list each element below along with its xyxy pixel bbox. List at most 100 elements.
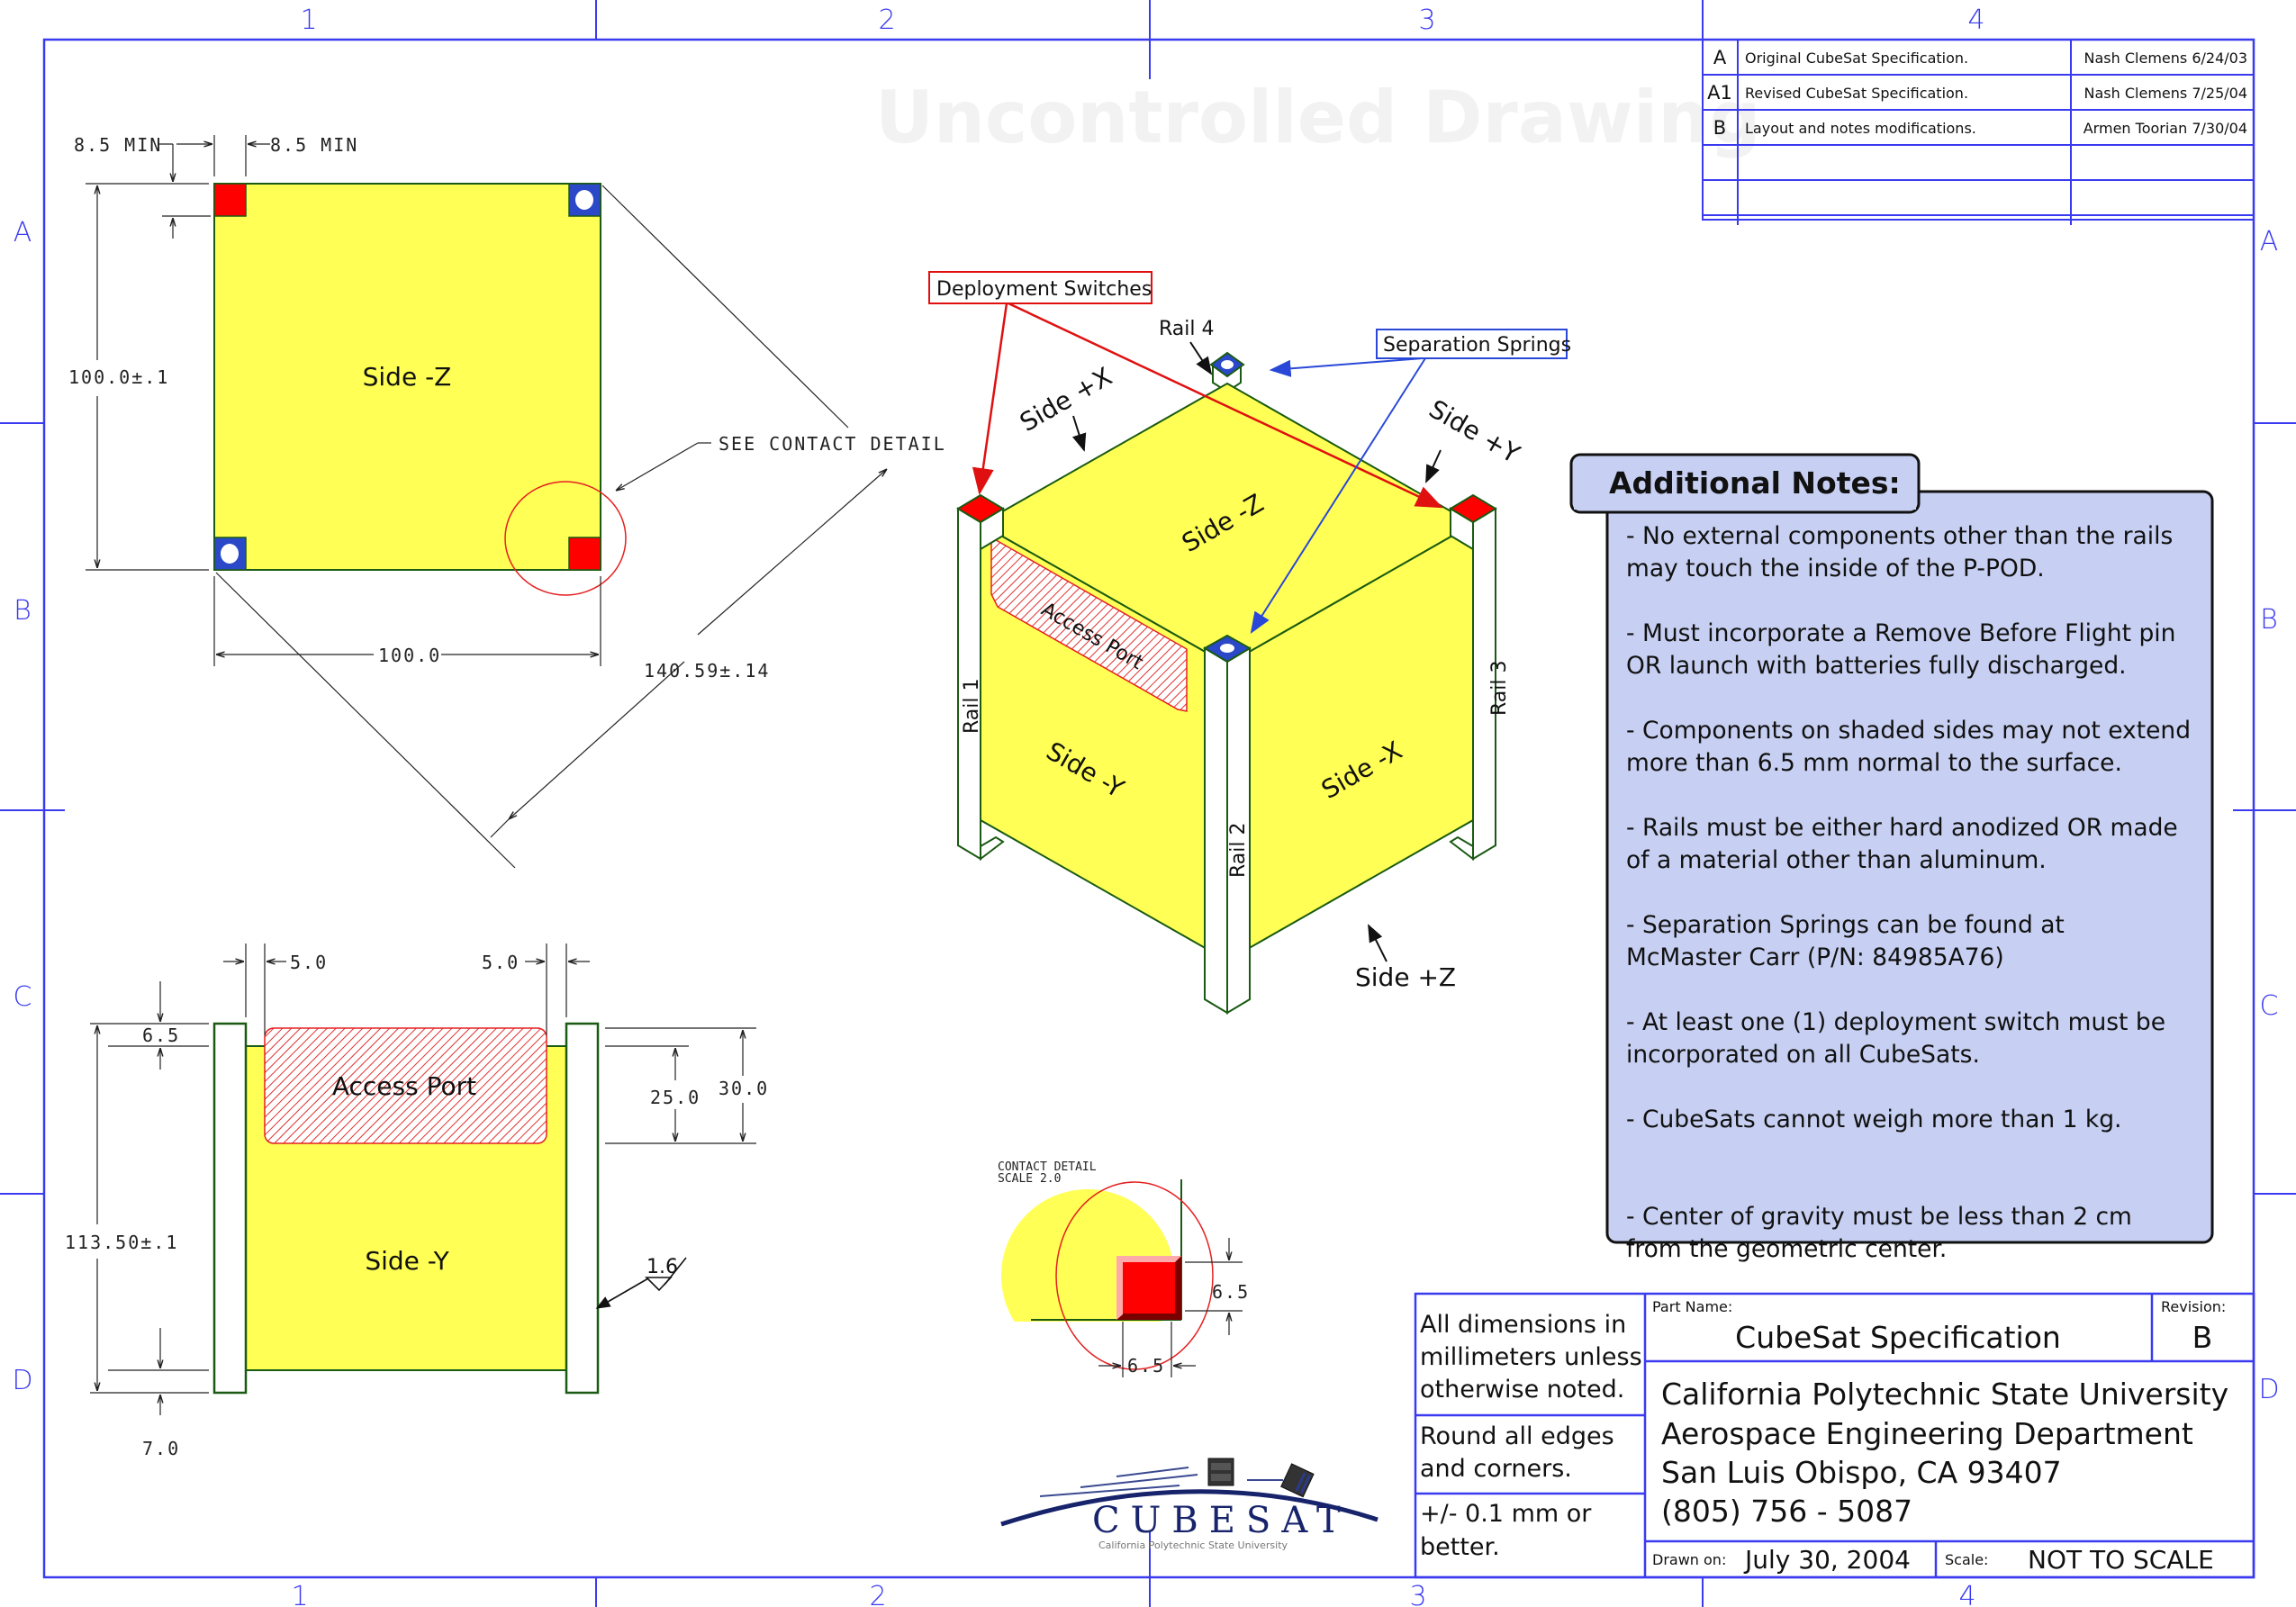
revision-description: Layout and notes modifications. bbox=[1745, 120, 1976, 137]
contact-detail-title: CONTACT DETAIL bbox=[998, 1160, 1097, 1174]
note-item: - No external components other than the … bbox=[1626, 522, 2173, 582]
note-item: - Must incorporate a Remove Before Fligh… bbox=[1626, 619, 2175, 680]
column-label: 1 bbox=[291, 1581, 308, 1607]
revision-description: Original CubeSat Specification. bbox=[1745, 50, 1968, 67]
iso-side-plus-z-label: Side +Z bbox=[1355, 962, 1456, 992]
cubesat-logo: CUBESAT California Polytechnic State Uni… bbox=[1000, 1458, 1379, 1551]
address-line: San Luis Obispo, CA 93407 bbox=[1661, 1455, 2062, 1490]
column-label: 3 bbox=[1409, 1581, 1426, 1607]
note-dimensions: otherwise noted. bbox=[1420, 1376, 1624, 1404]
address-line: (805) 756 - 5087 bbox=[1661, 1494, 1912, 1529]
contact-detail-outline bbox=[1055, 1181, 1214, 1370]
drawn-on-date: July 30, 2004 bbox=[1743, 1545, 1911, 1575]
revision-letter: A bbox=[1713, 47, 1727, 68]
uncontrolled-drawing-watermark: Uncontrolled Drawing bbox=[875, 76, 1761, 159]
column-label: 1 bbox=[300, 5, 317, 36]
rail-2: Rail 2 bbox=[1203, 634, 1252, 1015]
note-line: - Separation Springs can be found at bbox=[1626, 911, 2065, 939]
dim-height-113-50: 113.50±.1 bbox=[65, 1232, 178, 1253]
rail-4-label: Rail 4 bbox=[1159, 318, 1215, 340]
note-item: - Components on shaded sides may not ext… bbox=[1626, 717, 2191, 777]
dim-width-100: 100.0 bbox=[378, 645, 441, 666]
note-edges: and corners. bbox=[1420, 1455, 1572, 1483]
iso-side-plus-y-label: Side +Y bbox=[1424, 393, 1526, 469]
revision-letter: B bbox=[1713, 117, 1726, 139]
note-line: - Must incorporate a Remove Before Fligh… bbox=[1626, 619, 2175, 647]
side-z-face bbox=[213, 183, 601, 571]
revision-description: Revised CubeSat Specification. bbox=[1745, 85, 1968, 102]
note-line: OR launch with batteries fully discharge… bbox=[1626, 652, 2127, 680]
rail-2-label: Rail 2 bbox=[1227, 823, 1250, 879]
column-label: 4 bbox=[1958, 1581, 1975, 1607]
side-y-label: Side -Y bbox=[365, 1246, 449, 1276]
side-z-view: Side -Z 8.5 MIN 8.5 MIN 100.0±.1 100.0 bbox=[68, 134, 945, 869]
rail-1-label: Rail 1 bbox=[961, 679, 983, 735]
revision-table: A Original CubeSat Specification. Nash C… bbox=[1702, 39, 2255, 225]
note-line: - Rails must be either hard anodized OR … bbox=[1626, 814, 2178, 842]
revision-label: Revision: bbox=[2161, 1298, 2226, 1315]
row-label: A bbox=[14, 217, 32, 248]
note-line: - CubeSats cannot weigh more than 1 kg. bbox=[1626, 1106, 2121, 1133]
revision-author-date: Nash Clemens 6/24/03 bbox=[2084, 50, 2247, 67]
separation-spring-pad bbox=[213, 537, 247, 571]
note-dimensions: millimeters unless bbox=[1420, 1343, 1642, 1371]
contact-detail-scale: SCALE 2.0 bbox=[998, 1172, 1061, 1186]
note-line: - No external components other than the … bbox=[1626, 522, 2173, 550]
additional-notes-panel: Additional Notes: - No external componen… bbox=[1569, 453, 2214, 1263]
row-label: C bbox=[14, 981, 32, 1013]
revision-row: B Layout and notes modifications. Armen … bbox=[1713, 117, 2247, 139]
separation-springs-label: Separation Springs bbox=[1383, 334, 1571, 357]
row-label: D bbox=[12, 1365, 32, 1396]
dim-8-5-min-right: 8.5 MIN bbox=[270, 134, 358, 156]
surface-finish-value: 1.6 bbox=[646, 1256, 678, 1278]
dim-bottom-7-0: 7.0 bbox=[142, 1438, 180, 1459]
part-name: CubeSat Specification bbox=[1735, 1320, 2061, 1355]
side-y-view: Access Port Side -Y 5.0 5.0 6.5 7.0 113.… bbox=[65, 943, 767, 1459]
note-item: - At least one (1) deployment switch mus… bbox=[1626, 1008, 2165, 1069]
revision-author-date: Nash Clemens 7/25/04 bbox=[2084, 85, 2247, 102]
note-line: from the geometric center. bbox=[1626, 1235, 1947, 1263]
dim-top-6-5: 6.5 bbox=[142, 1025, 180, 1046]
note-line: - Center of gravity must be less than 2 … bbox=[1626, 1203, 2132, 1231]
separation-spring-pad bbox=[568, 183, 601, 217]
address-line: California Polytechnic State University bbox=[1661, 1377, 2228, 1412]
row-label: C bbox=[2260, 990, 2279, 1022]
note-line: of a material other than aluminum. bbox=[1626, 846, 2047, 874]
dim-port-25: 25.0 bbox=[650, 1087, 701, 1108]
deployment-switch-pad bbox=[568, 537, 601, 571]
note-dimensions: All dimensions in bbox=[1420, 1311, 1626, 1339]
isometric-cubesat-view: Access Port Rail 1 Rail 3 Rail 2 Side -Z bbox=[928, 271, 1571, 1015]
note-line: - Components on shaded sides may not ext… bbox=[1626, 717, 2191, 745]
note-item: - Rails must be either hard anodized OR … bbox=[1626, 814, 2178, 874]
surface-finish-symbol: 1.6 bbox=[595, 1256, 687, 1309]
note-edges: Round all edges bbox=[1420, 1422, 1614, 1450]
rail-right bbox=[565, 1022, 600, 1395]
note-tolerance: better. bbox=[1420, 1533, 1500, 1561]
note-tolerance: +/- 0.1 mm or bbox=[1420, 1500, 1592, 1528]
revision-author-date: Armen Toorian 7/30/04 bbox=[2084, 120, 2247, 137]
drawn-on-label: Drawn on: bbox=[1652, 1551, 1726, 1568]
access-port-region bbox=[264, 1027, 547, 1144]
note-line: - At least one (1) deployment switch mus… bbox=[1626, 1008, 2165, 1036]
rail-left bbox=[212, 1022, 248, 1395]
revision-row: A Original CubeSat Specification. Nash C… bbox=[1713, 47, 2247, 68]
side-z-label: Side -Z bbox=[363, 362, 452, 392]
deployment-switch-pad-detail bbox=[1116, 1256, 1181, 1320]
contact-detail-view: CONTACT DETAIL SCALE 2.0 6.5 6.5 bbox=[998, 1160, 1248, 1377]
cubesat-icon bbox=[1280, 1463, 1315, 1498]
revision-letter: A1 bbox=[1707, 82, 1732, 104]
address-line: Aerospace Engineering Department bbox=[1661, 1416, 2193, 1451]
row-label: B bbox=[2260, 604, 2278, 636]
column-label: 2 bbox=[878, 5, 895, 36]
note-item: - Center of gravity must be less than 2 … bbox=[1626, 1203, 2132, 1263]
notes-list: - No external components other than the … bbox=[1626, 522, 2191, 1263]
deployment-switches-label: Deployment Switches bbox=[936, 278, 1152, 301]
part-name-label: Part Name: bbox=[1652, 1298, 1732, 1315]
iso-access-port bbox=[990, 536, 1188, 712]
deployment-switches-callout-box bbox=[928, 271, 1153, 304]
rail-3-label: Rail 3 bbox=[1488, 661, 1511, 717]
iso-side-plus-x-label: Side +X bbox=[1015, 361, 1117, 438]
dim-right-offset-5: 5.0 bbox=[482, 952, 520, 973]
